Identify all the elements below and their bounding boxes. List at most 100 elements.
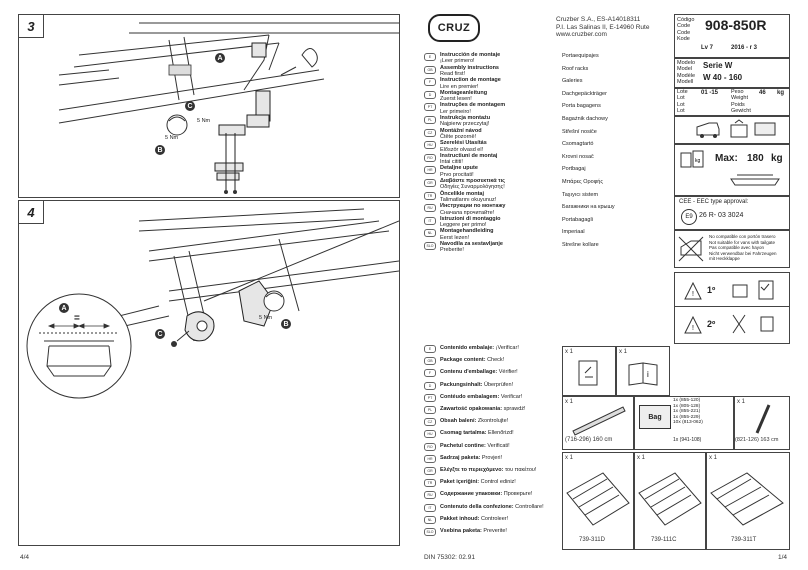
cee-code: 26 R- 03 3024 bbox=[699, 212, 744, 219]
bag-item: 1x (805-128) bbox=[673, 403, 701, 409]
language-title: Detaljne upute bbox=[440, 165, 478, 172]
language-code-badge: NL bbox=[424, 515, 436, 524]
warning-step-2-icons: ! bbox=[684, 314, 774, 334]
contents-text: Contenu d'emballage: Vérifier! bbox=[440, 368, 518, 375]
part-frame-c-cell: x 1 739-111C bbox=[634, 452, 706, 550]
language-code-badge: PL bbox=[424, 406, 436, 414]
contents-text: Package content: Check! bbox=[440, 356, 504, 363]
language-code-badge: GB bbox=[424, 357, 436, 366]
rail-icon bbox=[572, 406, 626, 436]
language-sub: Najpierw przeczytaj! bbox=[440, 121, 490, 128]
part-bag-cell: Bag 1x (855-120) 1x (805-128) 1x (855-22… bbox=[634, 396, 734, 450]
language-sub: Először olvasd el! bbox=[440, 146, 484, 153]
max-label: Max: bbox=[715, 153, 738, 164]
warning-mark: ! bbox=[692, 325, 694, 332]
language-code-badge: D bbox=[424, 381, 436, 390]
language-sub: Сначала прочитайте! bbox=[440, 209, 495, 216]
lot-labels: Lote Lot Lot Lot bbox=[677, 89, 688, 115]
frame-t-code: 739-311T bbox=[731, 537, 757, 543]
product-name: Střešní nosiče bbox=[562, 128, 597, 135]
language-code-badge: NL bbox=[424, 229, 436, 238]
step-4-illustration bbox=[26, 208, 399, 399]
contents-row: GB Package content: Check! bbox=[424, 356, 564, 366]
quantity-label: x 1 bbox=[709, 455, 718, 461]
weight-value: 46 bbox=[759, 90, 766, 96]
language-code-badge: CZ bbox=[424, 128, 436, 137]
contents-text: Csomag tartalma: Ellenőrizd! bbox=[440, 429, 514, 436]
language-title: Instruções de montagem bbox=[440, 102, 506, 109]
frame-t-icon bbox=[710, 472, 784, 526]
frame-c-icon bbox=[638, 472, 702, 526]
brand-name: CRUZ bbox=[437, 22, 471, 34]
warning-mark: ! bbox=[692, 291, 694, 298]
code-labels: Código Code Code Kode bbox=[677, 17, 695, 43]
language-title: Istruzioni di montaggio bbox=[440, 215, 501, 222]
tailgate-line: Pas compatible avec hayon bbox=[709, 245, 765, 250]
step-2-label: 2º bbox=[707, 319, 716, 329]
language-code-badge: GR bbox=[424, 467, 436, 475]
page-number-left: 4/4 bbox=[20, 554, 30, 561]
contents-sub: Preverite! bbox=[483, 528, 507, 534]
language-sub: Intai cititi! bbox=[440, 159, 463, 166]
language-sub: Eerst lezen! bbox=[440, 234, 470, 241]
language-title: Instrukcja montażu bbox=[440, 115, 491, 121]
part-frame-d-cell: x 1 739-311D bbox=[562, 452, 634, 550]
product-name: Dachgepäckträger bbox=[562, 90, 607, 97]
step-1-label: 1º bbox=[707, 285, 716, 295]
contents-sub: Controleer! bbox=[480, 515, 509, 522]
language-sub: Zuerst lesen! bbox=[440, 96, 472, 103]
language-code-badge: IT bbox=[424, 216, 436, 225]
language-sub: Prvo procitati! bbox=[440, 171, 474, 178]
language-title: Öncelikle montaj bbox=[440, 190, 485, 197]
no-tailgate-icon bbox=[678, 236, 704, 262]
product-name: Porta bagagens bbox=[562, 103, 601, 110]
language-title: Szerelési Utasítás bbox=[440, 140, 487, 147]
frame-d-icon bbox=[566, 472, 630, 526]
info-glyph: i bbox=[647, 370, 649, 379]
company-line-2: P.I. Las Salinas II, E-14960 Rute bbox=[556, 23, 650, 31]
contents-title: Obsah balení: bbox=[440, 418, 477, 425]
contents-title: Contenu d'emballage: bbox=[440, 369, 498, 376]
contents-text: Paket içeriğini: Control ediniz! bbox=[440, 478, 516, 485]
step-number: 4 bbox=[19, 201, 44, 224]
torque-label: 5 Nm bbox=[165, 135, 179, 141]
contents-sub: Проверьте! bbox=[503, 491, 533, 498]
contents-sub: Check! bbox=[487, 357, 505, 364]
callout-b: B bbox=[281, 319, 291, 329]
lot-weight-box: Lote Lot Lot Lot 01 -15 Peso Weight Poid… bbox=[674, 88, 790, 116]
rail-dimensions: (716-296) 160 cm bbox=[565, 437, 613, 443]
language-title: Инструкции по монтажу bbox=[440, 203, 506, 210]
bag-item: 1x (855-120) bbox=[673, 398, 701, 403]
language-code-badge: SLO bbox=[424, 528, 436, 536]
tailgate-line: mit Heckklappe bbox=[709, 256, 740, 261]
bag-item: 1x (855-229) bbox=[673, 414, 701, 420]
product-name: Bagażnik dachowy bbox=[562, 116, 608, 122]
max-load-box: kg Max: 180 kg bbox=[674, 144, 790, 196]
language-code-badge: CZ bbox=[424, 418, 436, 427]
lot-value: 01 -15 bbox=[701, 90, 719, 96]
page-number-right: 1/4 bbox=[778, 554, 788, 561]
vehicle-icons bbox=[696, 119, 776, 138]
contents-text: Obsah balení: Zkontrolujte! bbox=[440, 417, 508, 424]
contents-title: Package content: bbox=[440, 357, 486, 364]
callout-b: B bbox=[155, 145, 165, 155]
lv-value: Lv 7 bbox=[701, 45, 714, 51]
product-name: Μπάρες Οροφής bbox=[562, 179, 603, 185]
